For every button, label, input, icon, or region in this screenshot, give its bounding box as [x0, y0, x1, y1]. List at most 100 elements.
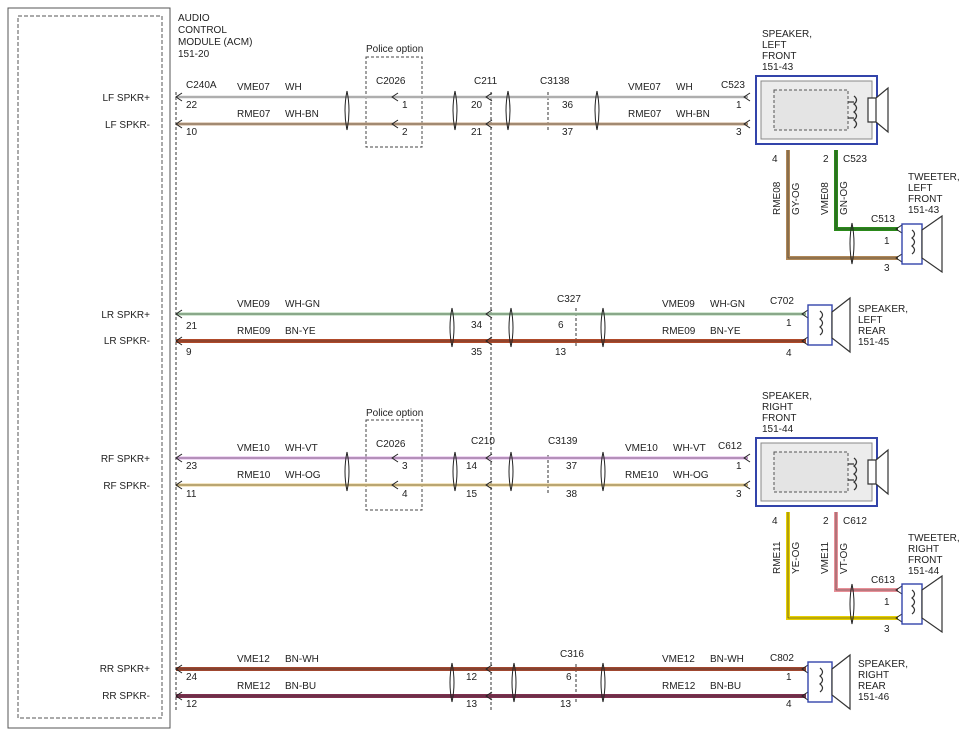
wire-break-marker: [508, 307, 514, 348]
pin-label-lf-neg: LF SPKR-: [105, 120, 150, 131]
pin-number: 37: [562, 127, 574, 138]
pin-number: 13: [560, 699, 572, 710]
tweeter-left-front: [901, 214, 943, 274]
police-option-label-1: Police option: [366, 44, 423, 55]
connector-label-c210: C210: [471, 436, 495, 447]
pin-number: 12: [466, 672, 478, 683]
wire-break-marker: [505, 90, 511, 131]
wire-color-label: WH-OG: [285, 470, 321, 481]
connector-arrow: [175, 309, 183, 319]
wire-break-marker: [452, 90, 458, 131]
police-connector-label-1: C2026: [376, 76, 406, 87]
wire-labels: VME07 WH RME07 WH-BN VME07 WH RME07 WH-B…: [237, 82, 850, 692]
speaker-right-front-label: SPEAKER, RIGHT FRONT 151-44: [762, 391, 815, 435]
connector-label-c3138: C3138: [540, 76, 570, 87]
connector-label-c316: C316: [560, 649, 584, 660]
wire-color-label: WH-OG: [673, 470, 709, 481]
coil-icon: [911, 589, 916, 615]
pin-number: 4: [772, 516, 778, 527]
pin-number: 3: [402, 461, 408, 472]
wire-color-label: BN-BU: [285, 681, 316, 692]
pin-number: 10: [186, 127, 198, 138]
pin-number: 3: [884, 624, 890, 635]
wire-color-label: BN-YE: [285, 326, 316, 337]
connector-label-c513: C513: [871, 214, 895, 225]
pin-label-lf-pos: LF SPKR+: [102, 93, 150, 104]
connector-arrow: [895, 224, 903, 234]
connector-arrow: [175, 480, 183, 490]
pin-number: 35: [471, 347, 483, 358]
coil-icon: [848, 457, 858, 491]
speaker-left-front: [755, 75, 889, 145]
speaker-left-rear-label: SPEAKER, LEFT REAR 151-45: [858, 304, 911, 348]
wire-circuit-label: RME07: [237, 109, 271, 120]
connector-arrow: [175, 92, 183, 102]
police-option-box-2: [365, 419, 423, 511]
speaker-left-rear: [807, 296, 851, 354]
pin-number: 1: [786, 318, 792, 329]
wire-break-marker: [594, 90, 600, 131]
wire-break-marker: [508, 451, 514, 492]
pin-number: 4: [402, 489, 408, 500]
connector-arrow: [485, 480, 493, 490]
pin-number: 34: [471, 320, 483, 331]
pin-number: 13: [555, 347, 567, 358]
wire-circuit-label: RME09: [237, 326, 271, 337]
wire-color-label: YE-OG: [791, 542, 802, 574]
speaker-icon: [867, 86, 889, 134]
connector-arrow: [175, 691, 183, 701]
wire-circuit-label: RME11: [772, 541, 783, 574]
pin-number: 12: [186, 699, 198, 710]
connector-label-c523-lower: C523: [843, 154, 867, 165]
pin-number: 22: [186, 100, 198, 111]
connector-arrow: [485, 664, 493, 674]
connector-arrow: [743, 92, 751, 102]
connector-arrow: [175, 453, 183, 463]
wire-circuit-label: RME08: [772, 181, 783, 215]
pin-number: 2: [823, 516, 829, 527]
coil-icon: [819, 310, 824, 336]
wire-color-label: GY-OG: [791, 182, 802, 215]
pin-number: 3: [884, 263, 890, 274]
wire-color-label: BN-YE: [710, 326, 741, 337]
pin-number: 2: [402, 127, 408, 138]
pin-number: 1: [736, 461, 742, 472]
module-title: AUDIO CONTROL MODULE (ACM) 151-20: [178, 13, 255, 60]
speaker-icon: [831, 296, 851, 354]
wire-circuit-label: RME12: [662, 681, 696, 692]
pin-number: 1: [884, 597, 890, 608]
pin-number: 4: [772, 154, 778, 165]
pin-number: 3: [736, 127, 742, 138]
speaker-right-front: [755, 437, 889, 507]
pin-number: 6: [558, 320, 564, 331]
connector-arrow: [801, 691, 809, 701]
coil-icon: [911, 229, 916, 255]
pin-number: 4: [786, 348, 792, 359]
coil-icon: [819, 667, 824, 693]
connector-arrow: [391, 119, 399, 129]
pin-number: 1: [736, 100, 742, 111]
pin-number: 37: [566, 461, 578, 472]
wire-break-marker: [452, 451, 458, 492]
wire-break-marker: [849, 583, 855, 625]
connector-label-c523: C523: [721, 80, 745, 91]
speaker-left-front-label: SPEAKER, LEFT FRONT 151-43: [762, 29, 815, 73]
wire-break-marker: [511, 662, 517, 703]
police-connector-label-2: C2026: [376, 439, 406, 450]
pin-number: 1: [786, 672, 792, 683]
connector-arrow: [175, 336, 183, 346]
connector-arrow: [895, 585, 903, 595]
connector-arrow: [743, 453, 751, 463]
pin-number: 9: [186, 347, 192, 358]
module-inner-dashed-box: [17, 15, 163, 719]
pin-number: 6: [566, 672, 572, 683]
wire-color-label: WH-GN: [710, 299, 745, 310]
wire-circuit-label: VME10: [625, 443, 658, 454]
tweeter-left-front-label: TWEETER, LEFT FRONT 151-43: [908, 172, 962, 216]
wire-color-label: BN-WH: [710, 654, 744, 665]
pin-number: 3: [736, 489, 742, 500]
connector-label-c613: C613: [871, 575, 895, 586]
pin-number: 4: [786, 699, 792, 710]
connector-arrow: [175, 119, 183, 129]
connector-arrow: [391, 92, 399, 102]
